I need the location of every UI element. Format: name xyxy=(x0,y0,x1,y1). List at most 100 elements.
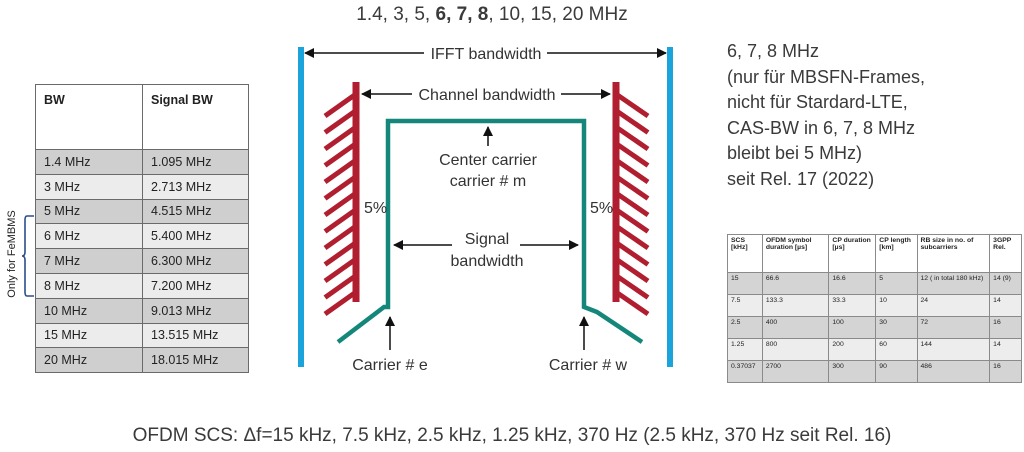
cell-signal-bw: 5.400 MHz xyxy=(142,223,249,250)
table-cell: 15 xyxy=(727,272,763,295)
guard-right-comb xyxy=(612,82,650,317)
header-signal-bw: Signal BW xyxy=(142,84,249,150)
title-bold: 6, 7, 8 xyxy=(435,4,489,25)
cell-bw: 6 MHz xyxy=(35,223,143,250)
table-cell: 400 xyxy=(761,316,830,339)
center-carrier-line2: carrier # m xyxy=(450,173,526,190)
note-line: (nur für MBSFN-Frames, xyxy=(727,66,926,87)
guard-hatch-line xyxy=(323,157,358,185)
cell-bw: 8 MHz xyxy=(35,272,143,299)
guard-hatch-line xyxy=(323,108,358,135)
guard-hatch-line xyxy=(614,157,650,185)
table-cell: 16.6 xyxy=(828,272,877,295)
note-line: 6, 7, 8 MHz xyxy=(727,41,820,61)
signal-spectrum xyxy=(336,118,644,344)
cell-bw: 5 MHz xyxy=(35,198,143,225)
guard-hatch-line xyxy=(614,141,650,168)
table-header-row: BW Signal BW xyxy=(35,84,249,150)
table-cell: 0.37037 xyxy=(727,360,763,383)
table-cell: 133.3 xyxy=(761,294,830,317)
guard-hatch-line xyxy=(614,124,650,152)
table-cell: 24 xyxy=(916,294,991,317)
femb-label: Only for FeMBMS xyxy=(6,210,18,298)
table-cell: 14 xyxy=(989,338,1022,361)
guard-hatch-line xyxy=(614,240,650,267)
cell-bw: 1.4 MHz xyxy=(35,149,143,175)
table-cell: 33.3 xyxy=(828,294,877,317)
guard-hatch-line xyxy=(323,124,358,152)
table-cell: 66.6 xyxy=(761,272,830,295)
guard-hatch-line xyxy=(614,223,650,251)
table-cell: 800 xyxy=(761,338,830,361)
ifft-label: IFFT bandwidth xyxy=(431,46,542,63)
carrier-w-label: Carrier # w xyxy=(549,357,628,374)
guard-hatch-line xyxy=(323,289,358,317)
guard-hatch-line xyxy=(323,174,358,201)
guard-hatch-line xyxy=(323,223,358,251)
table-cell: 30 xyxy=(875,316,918,339)
guard-hatch-line xyxy=(614,256,650,284)
table-cell: 2.5 xyxy=(727,316,763,339)
title-prefix: 1.4, 3, 5, xyxy=(356,4,436,25)
table-cell: 60 xyxy=(875,338,918,361)
table-cell: 16 xyxy=(989,316,1022,339)
table-cell: 10 xyxy=(875,294,918,317)
channel-label: Channel bandwidth xyxy=(419,87,556,104)
ifft-right-bar xyxy=(667,47,673,367)
bandwidth-list-title: 1.4, 3, 5, 6, 7, 8, 10, 15, 20 MHz xyxy=(0,4,984,26)
note-line: seit Rel. 17 (2022) xyxy=(727,168,875,189)
left-percent: 5% xyxy=(364,200,387,217)
ifft-left-bar xyxy=(298,47,304,367)
guard-hatch-line xyxy=(614,207,650,234)
carrier-e-label: Carrier # e xyxy=(352,357,428,374)
guard-hatch-line xyxy=(614,174,650,201)
ofdm-scs-caption: OFDM SCS: Δf=15 kHz, 7.5 kHz, 2.5 kHz, 1… xyxy=(132,425,892,446)
table-cell: 2700 xyxy=(761,360,830,383)
cell-signal-bw: 6.300 MHz xyxy=(142,248,249,274)
table-header-row: SCS [kHz] OFDM symbol duration [µs] CP d… xyxy=(727,234,1022,273)
table-cell: 1.25 xyxy=(727,338,763,361)
table-cell: 300 xyxy=(828,360,877,383)
right-percent: 5% xyxy=(590,200,613,217)
header-bw: BW xyxy=(35,84,143,150)
cell-signal-bw: 18.015 MHz xyxy=(142,347,249,374)
guard-hatch-line xyxy=(614,91,650,119)
table-cell: 14 xyxy=(989,294,1022,317)
cell-signal-bw: 9.013 MHz xyxy=(142,297,249,324)
header-rel: 3GPP Rel. xyxy=(989,234,1022,273)
table-cell: 7.5 xyxy=(727,294,763,317)
center-carrier-line1: Center carrier xyxy=(439,152,537,169)
table-cell: 5 xyxy=(875,272,918,295)
guard-left-comb xyxy=(323,82,360,317)
cell-bw: 15 MHz xyxy=(35,322,143,349)
femb-brace xyxy=(22,215,34,297)
header-cp-length: CP length [km] xyxy=(875,234,918,273)
guard-hatch-line xyxy=(323,273,358,300)
signal-label-line2: bandwidth xyxy=(451,253,524,270)
table-cell: 90 xyxy=(875,360,918,383)
header-rb-size: RB size in no. of subcarriers xyxy=(916,234,991,273)
header-scs: SCS [kHz] xyxy=(727,234,763,273)
note-line: nicht für Stardard-LTE, xyxy=(727,92,908,113)
guard-hatch-line xyxy=(614,108,650,135)
guard-hatch-line xyxy=(614,273,650,300)
note-line: bleibt bei 5 MHz) xyxy=(727,143,863,164)
cell-bw: 3 MHz xyxy=(35,173,143,200)
cell-signal-bw: 13.515 MHz xyxy=(142,322,249,349)
table-cell: 486 xyxy=(916,360,991,383)
table-cell: 12 ( in total 180 kHz) xyxy=(916,272,991,295)
cell-bw: 20 MHz xyxy=(35,347,143,374)
cell-signal-bw: 7.200 MHz xyxy=(142,272,249,299)
table-cell: 200 xyxy=(828,338,877,361)
